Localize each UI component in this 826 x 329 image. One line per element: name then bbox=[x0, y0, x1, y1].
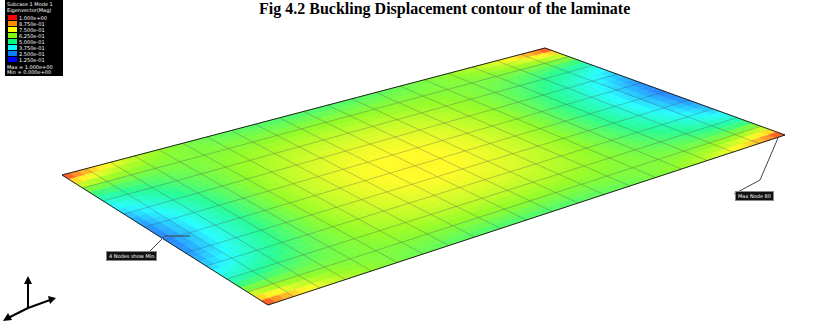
legend-title: Subcase 1 Mode 1 bbox=[7, 1, 53, 7]
legend-swatch bbox=[8, 39, 17, 44]
legend-panel: Subcase 1 Mode 1Eigenvector(Mag) 1.000e+0… bbox=[5, 0, 63, 76]
legend-value: 8.750e-01 bbox=[19, 21, 45, 27]
legend-value: 3.750e-01 bbox=[19, 45, 45, 51]
mesh-line bbox=[165, 92, 665, 241]
legend-swatch bbox=[8, 51, 17, 56]
contour-cell bbox=[768, 132, 785, 138]
legend-value: 2.500e-01 bbox=[19, 51, 45, 57]
mesh-line bbox=[227, 118, 737, 279]
max-min-note: Min = 0.000e+00 bbox=[7, 69, 51, 75]
mesh-line bbox=[83, 57, 569, 188]
legend-value: 1.000e+00 bbox=[19, 15, 47, 21]
mesh-line bbox=[144, 83, 641, 227]
mesh-line bbox=[247, 126, 761, 292]
contour-cells bbox=[62, 48, 785, 305]
callout-note: Max Node 80 bbox=[735, 191, 774, 201]
legend-swatch bbox=[8, 45, 17, 50]
leader-line bbox=[150, 236, 190, 251]
axis-triad bbox=[3, 276, 56, 321]
legend-value: 6.250e-01 bbox=[19, 33, 45, 39]
legend-swatch bbox=[8, 57, 17, 62]
legend-value: 7.500e-01 bbox=[19, 27, 45, 33]
legend-swatch bbox=[8, 15, 17, 20]
mesh-line bbox=[103, 65, 593, 201]
legend-swatch bbox=[8, 21, 17, 26]
mesh-lines bbox=[83, 54, 761, 296]
legend-swatch bbox=[8, 27, 17, 32]
legend-swatch bbox=[8, 33, 17, 38]
legend-title: Eigenvector(Mag) bbox=[7, 7, 51, 13]
callout-note: 4 Nodes show Min bbox=[106, 251, 157, 261]
mesh-line bbox=[124, 74, 617, 214]
plate-outline bbox=[62, 48, 785, 305]
figure-caption: Fig 4.2 Buckling Displacement contour of… bbox=[259, 0, 630, 18]
legend-value: 1.250e-01 bbox=[19, 57, 45, 63]
leader-line bbox=[734, 138, 778, 194]
legend-value: 5.000e-01 bbox=[19, 39, 45, 45]
